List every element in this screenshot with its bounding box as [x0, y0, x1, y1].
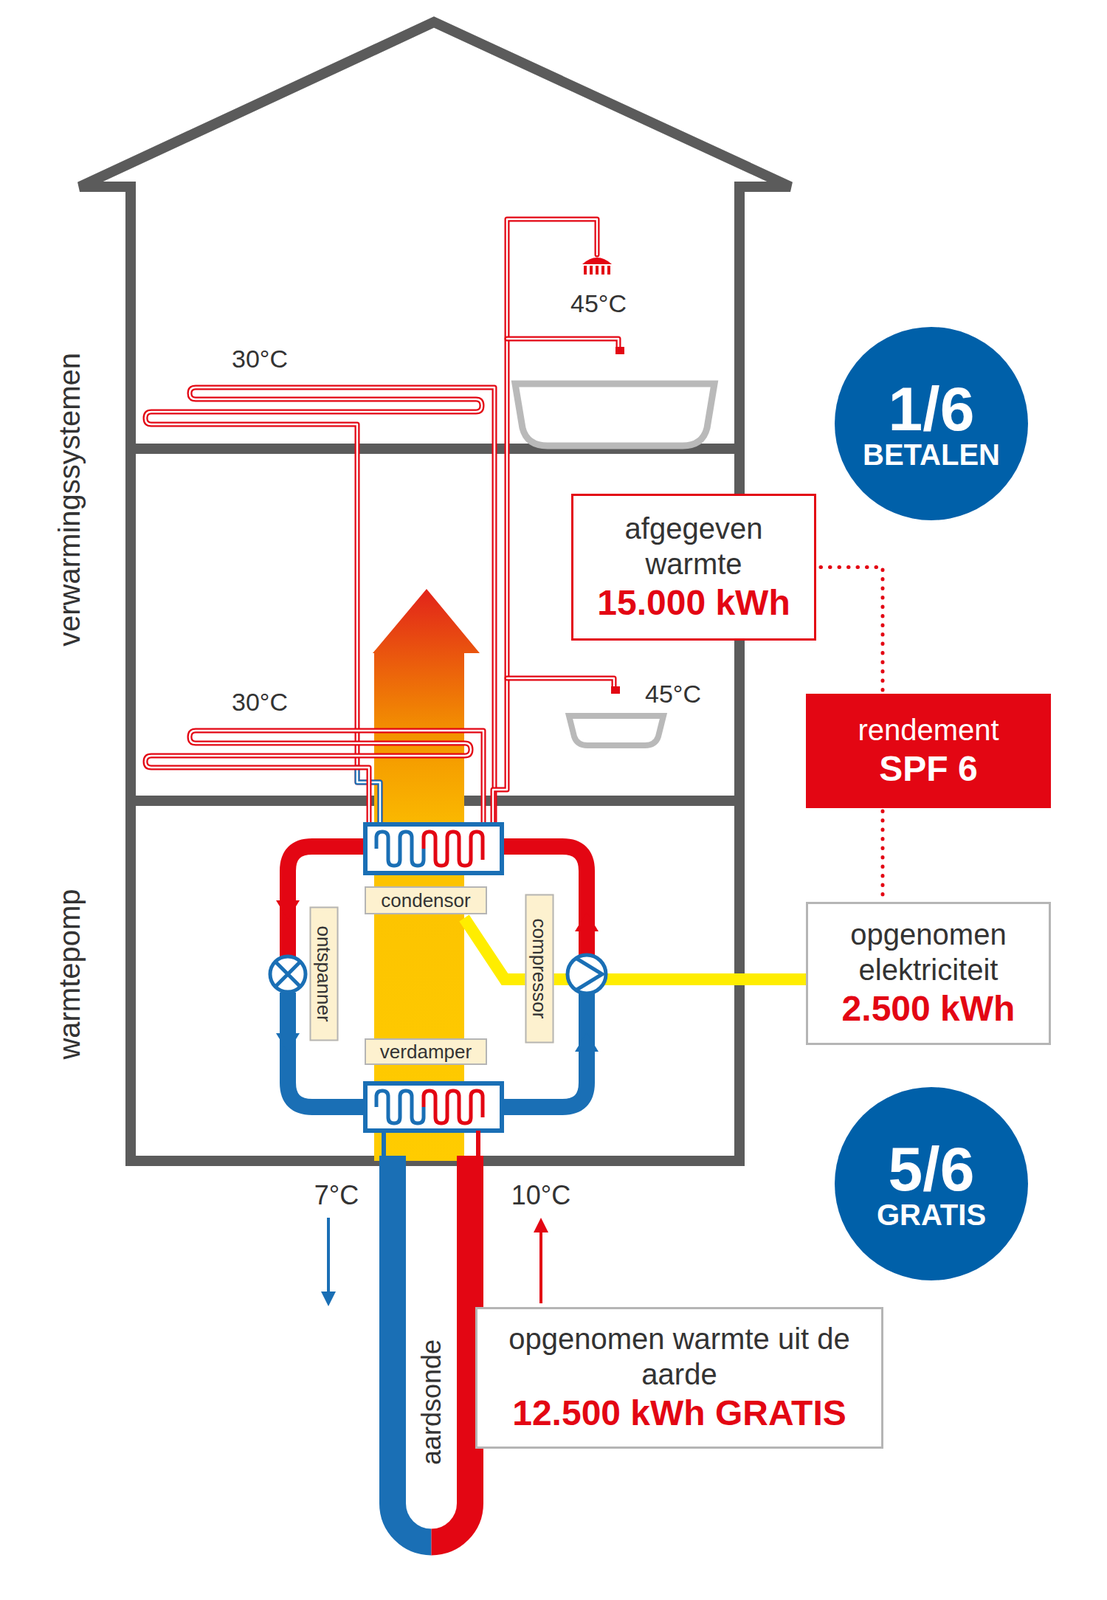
- part-label: aardsonde: [418, 1339, 446, 1465]
- share-circle: 1/6BETALEN: [834, 326, 1029, 521]
- dotted-connector: [881, 811, 885, 899]
- node-title: 1/6: [888, 377, 975, 440]
- section-label: warmtepomp: [54, 888, 85, 1060]
- section-label: verwarmingssystemen: [54, 352, 85, 647]
- efficiency-box: rendementSPF 6: [805, 693, 1051, 809]
- node-title: opgenomen warmte uit de aarde: [487, 1321, 871, 1392]
- condenser-exchanger: [365, 824, 502, 874]
- temperature-label: 30°C: [231, 346, 288, 372]
- node-value: 2.500 kWh: [842, 987, 1016, 1031]
- node-title: condensor: [380, 890, 471, 910]
- value-box: afgegeven warmte15.000 kWh: [571, 493, 817, 641]
- node-title: rendement: [857, 712, 999, 748]
- node-title: opgenomen elektriciteit: [818, 916, 1039, 988]
- expansion-valve: [270, 956, 306, 992]
- sink: [568, 715, 664, 746]
- node-value: SPF 6: [878, 747, 978, 791]
- temperature-label: 45°C: [570, 290, 627, 316]
- shower-head: [582, 257, 612, 275]
- part-label: condensor: [364, 886, 488, 915]
- node-value: GRATIS: [876, 1199, 986, 1230]
- temperature-label: 30°C: [231, 689, 288, 715]
- node-title: compressor: [529, 918, 550, 1019]
- node-title: afgegeven warmte: [583, 510, 804, 582]
- floor-heating: [145, 219, 619, 825]
- temperature-label: 10°C: [511, 1182, 571, 1209]
- flow-arrow: [326, 1217, 330, 1299]
- value-box: opgenomen elektriciteit2.500 kWh: [805, 901, 1051, 1046]
- tap: [611, 686, 620, 694]
- node-title: verdamper: [380, 1042, 472, 1062]
- part-label: verdamper: [364, 1038, 488, 1065]
- power-wire: [464, 918, 806, 980]
- tap: [615, 346, 625, 355]
- node-value: BETALEN: [862, 439, 1000, 470]
- temperature-label: 45°C: [645, 681, 702, 707]
- house-outline: [79, 22, 791, 1161]
- node-value: 15.000 kWh: [597, 581, 790, 625]
- evaporator-exchanger: [365, 1083, 502, 1131]
- flow-arrow: [276, 1033, 300, 1053]
- dotted-connector: [820, 567, 883, 692]
- node-title: ontspanner: [314, 925, 334, 1022]
- compressor-symbol: [567, 954, 606, 994]
- flow-arrow: [276, 900, 300, 920]
- value-box: opgenomen warmte uit de aarde12.500 kWh …: [475, 1306, 884, 1449]
- part-label: ontspanner: [309, 906, 339, 1041]
- part-label: compressor: [524, 893, 554, 1043]
- temperature-label: 7°C: [314, 1182, 359, 1209]
- flow-arrow: [574, 1032, 599, 1052]
- bath-tub: [515, 383, 715, 446]
- flow-arrow: [574, 912, 599, 932]
- node-title: 5/6: [888, 1137, 975, 1200]
- node-value: 12.500 kWh GRATIS: [512, 1391, 847, 1435]
- share-circle: 5/6GRATIS: [834, 1087, 1029, 1281]
- flow-arrow: [539, 1225, 543, 1304]
